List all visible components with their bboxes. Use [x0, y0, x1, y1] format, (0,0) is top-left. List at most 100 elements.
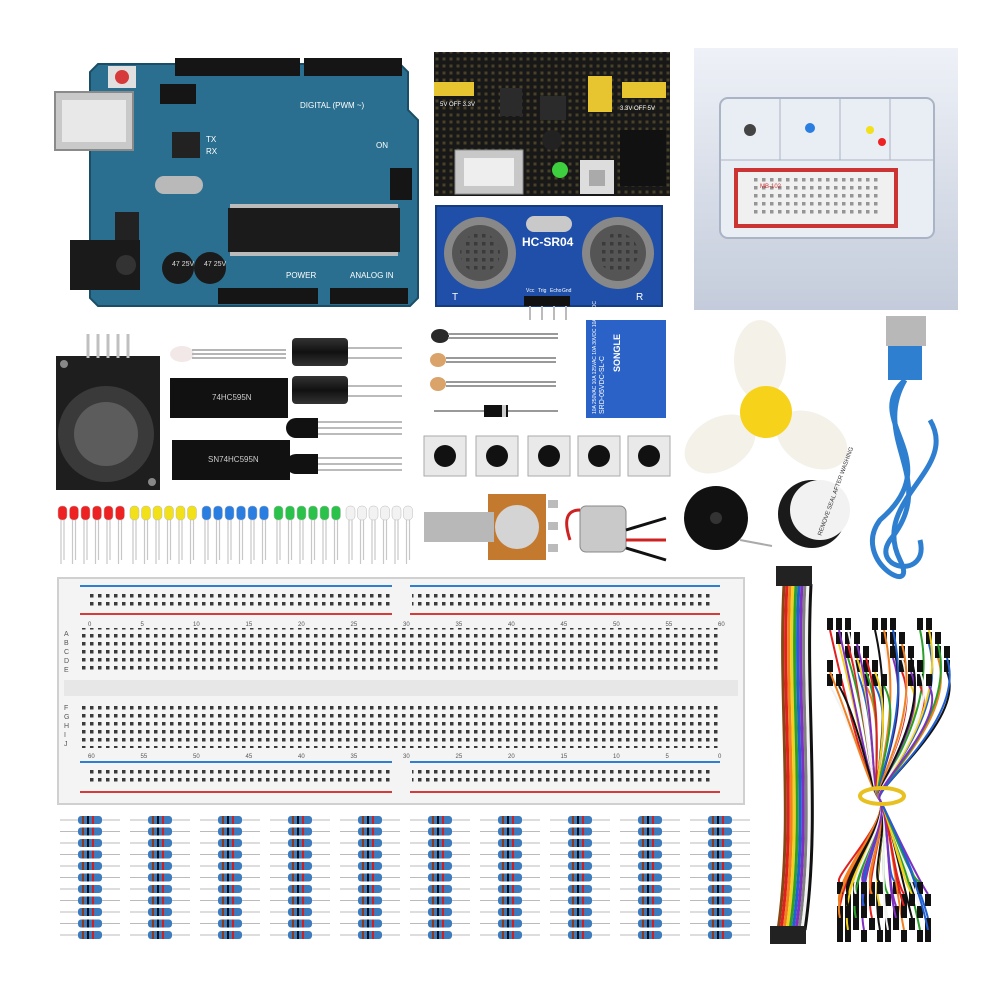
resistor: [620, 931, 680, 939]
row-label-bottom: H: [64, 723, 69, 730]
digital-label: DIGITAL (PWM ~): [300, 101, 365, 110]
resistor: [340, 908, 400, 916]
joystick-module: [56, 334, 160, 490]
resistor: [270, 862, 330, 870]
push-button-3: [527, 435, 571, 477]
row-label-bottom: G: [64, 714, 69, 721]
resistor: [690, 931, 750, 939]
led: [345, 505, 356, 564]
resistor: [620, 873, 680, 882]
led: [57, 505, 68, 564]
storage-box-photo: MB-102: [694, 48, 958, 310]
col-label-top: 40: [508, 622, 515, 628]
resistor: [690, 850, 750, 859]
resistor: [340, 919, 400, 928]
jumper-wires-bundle: [827, 618, 951, 942]
resistor: [270, 827, 330, 836]
col-label-top: 50: [613, 622, 620, 628]
resistor: [60, 862, 120, 870]
resistor: [480, 816, 540, 824]
resistor: [200, 919, 260, 928]
ultrasonic-sensor-hc-sr04: HC-SR04 T R Vcc Trig Echo Gnd: [435, 205, 663, 320]
resistor: [270, 908, 330, 916]
led: [115, 505, 125, 564]
analog-label: ANALOG IN: [350, 271, 394, 280]
ribbon-wire: [791, 583, 802, 931]
col-label-top: 35: [456, 622, 463, 628]
resistor: [550, 862, 610, 870]
resistor: [60, 850, 120, 859]
pin-gnd: Gnd: [562, 288, 572, 294]
led: [236, 505, 246, 564]
resistor: [130, 839, 190, 847]
ribbon-wire: [782, 583, 793, 931]
resistor: [340, 850, 400, 859]
resistor: [620, 839, 680, 847]
led: [296, 505, 307, 564]
resistor: [410, 827, 470, 836]
resistor: [480, 896, 540, 905]
resistor: [480, 908, 540, 916]
resistor: [60, 839, 120, 847]
ribbon-connector-bottom: [770, 926, 806, 944]
led: [141, 505, 151, 564]
photoresistor-1: [430, 353, 556, 367]
row-label-bottom: I: [64, 732, 66, 739]
row-label-bottom: J: [64, 741, 68, 748]
ultrasonic-t-label: T: [452, 292, 458, 303]
pin-vcc: Vcc: [526, 288, 535, 294]
led: [213, 505, 223, 564]
resistor: [480, 885, 540, 893]
resistor: [410, 885, 470, 893]
power-label-right: 3.3V OFF 5V: [620, 106, 655, 112]
resistor: [340, 816, 400, 824]
resistor: [60, 896, 120, 905]
resistor: [340, 885, 400, 893]
resistor: [200, 873, 260, 882]
resistor: [200, 896, 260, 905]
resistor: [130, 919, 190, 928]
resistor: [550, 885, 610, 893]
resistor: [200, 908, 260, 916]
led: [152, 505, 163, 564]
resistor: [270, 839, 330, 847]
led: [368, 505, 379, 564]
resistor: [130, 873, 190, 882]
breadboard-power-module: 5V OFF 3.3V 3.3V OFF 5V: [434, 52, 670, 196]
ribbon-wire: [797, 583, 808, 931]
resistor: [60, 931, 120, 939]
led: [175, 505, 186, 564]
resistors: [60, 816, 750, 939]
ribbon-wire: [779, 583, 790, 931]
resistor: [410, 862, 470, 870]
resistor: [270, 816, 330, 824]
dc-motor: [565, 505, 667, 562]
resistor: [410, 873, 470, 882]
col-label-top: 0: [88, 622, 92, 628]
led: [224, 505, 235, 564]
led: [391, 505, 402, 564]
ultrasonic-r-label: R: [636, 292, 643, 303]
resistor: [270, 919, 330, 928]
ribbon-wire: [776, 583, 787, 931]
resistor: [690, 827, 750, 836]
resistor: [340, 839, 400, 847]
led: [357, 505, 367, 564]
col-label-top: 60: [718, 622, 725, 628]
col-label-bottom: 55: [141, 754, 148, 760]
diode: [434, 405, 558, 417]
resistor: [60, 873, 120, 882]
box-label: MB-102: [760, 184, 782, 190]
col-label-bottom: 5: [666, 754, 670, 760]
resistor: [550, 850, 610, 859]
potentiometer: [424, 494, 558, 560]
jumper-wire: [861, 674, 933, 894]
ultrasonic-model: HC-SR04: [522, 235, 574, 249]
resistor: [410, 896, 470, 905]
resistor: [550, 816, 610, 824]
resistor: [60, 908, 120, 916]
resistor: [480, 862, 540, 870]
col-label-bottom: 60: [88, 754, 95, 760]
push-buttons: [423, 435, 671, 477]
